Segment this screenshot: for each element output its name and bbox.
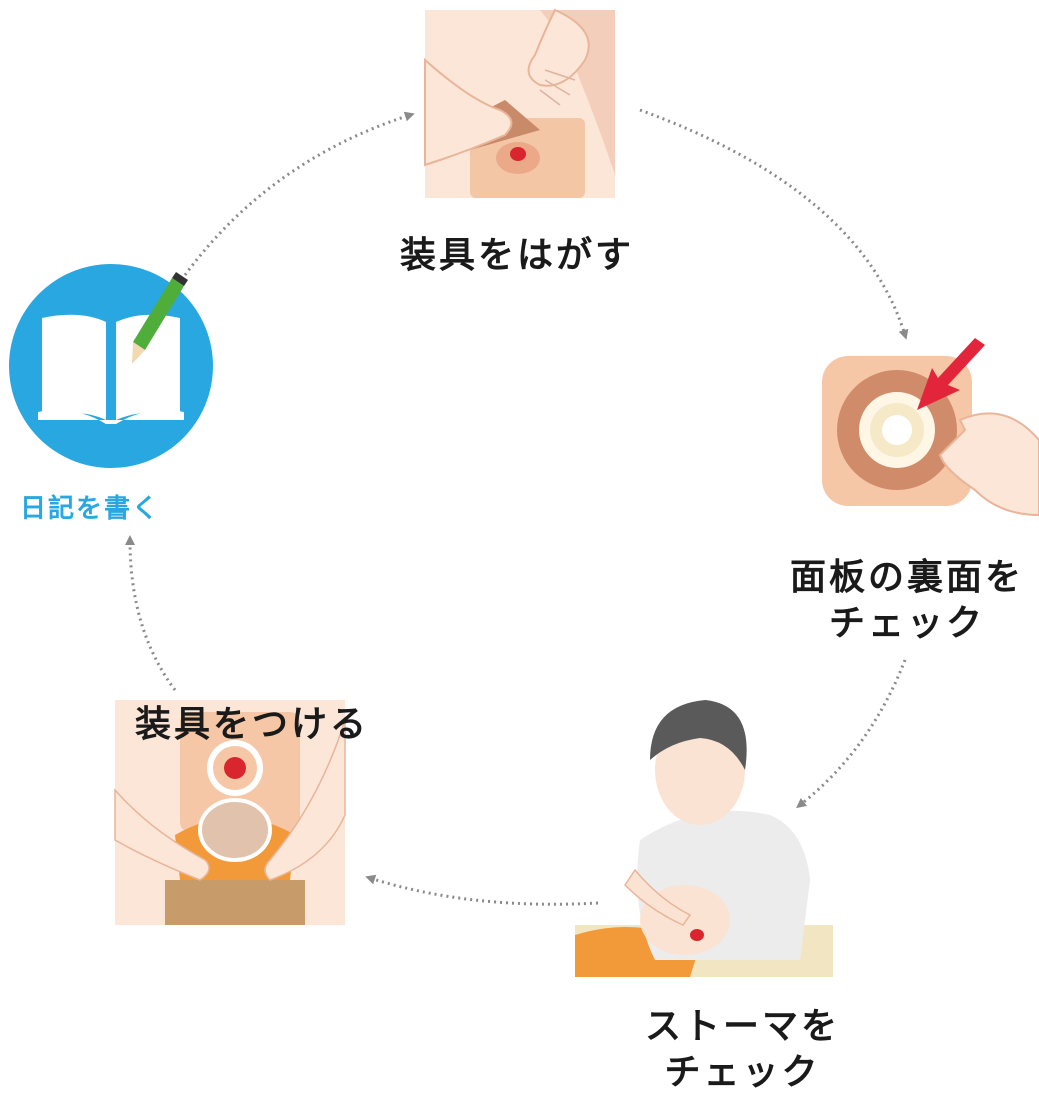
book-icon (9, 264, 213, 468)
arrow-check-back-to-stoma (796, 659, 907, 809)
label-check-flange-back: 面板の裏面を チェック (790, 555, 1024, 647)
label-check-stoma: ストーマを チェック (645, 1004, 840, 1096)
label-check-flange-back-line1: 面板の裏面を (790, 557, 1025, 598)
pencil-icon (132, 272, 188, 364)
flange-illustration (822, 338, 1039, 517)
label-check-stoma-line1: ストーマを (645, 1006, 841, 1047)
arrow-stoma-to-attach (365, 874, 599, 906)
peel-illustration (424, 8, 615, 198)
label-write-diary: 日記を書く (20, 494, 161, 524)
arrow-diary-to-remove (183, 111, 415, 276)
label-attach-appliance: 装具をつける (135, 704, 370, 745)
attach-illustration (114, 700, 346, 925)
arrow-remove-to-check-back (639, 108, 909, 340)
label-check-flange-back-line2: チェック (829, 603, 986, 644)
stoma-check-illustration (575, 700, 833, 977)
label-remove-appliance: 装具をはがす (400, 235, 635, 276)
label-check-stoma-line2: チェック (664, 1052, 821, 1093)
arrow-attach-to-diary (125, 535, 177, 691)
